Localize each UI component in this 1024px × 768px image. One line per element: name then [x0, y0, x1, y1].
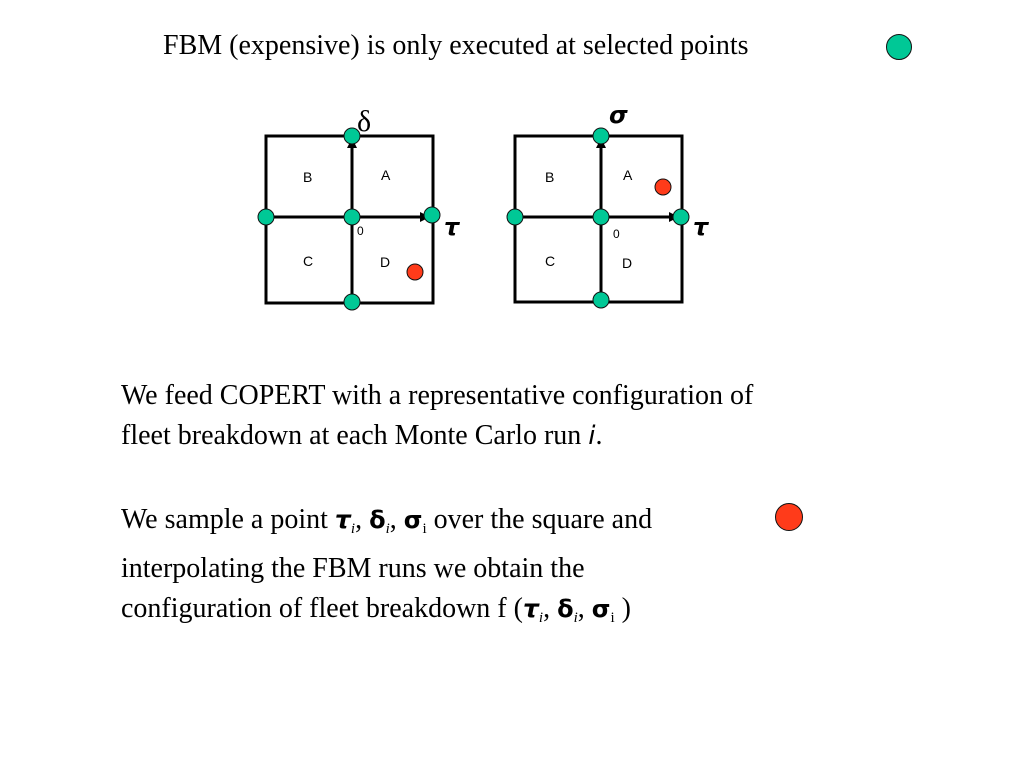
comma: ,	[577, 593, 592, 624]
comma: ,	[389, 504, 404, 535]
selected-point	[343, 208, 361, 226]
horizontal-axis-label: τ	[693, 213, 710, 241]
diagram-sigma-tau: B A C D 0 σ τ	[506, 101, 710, 309]
quadrant-label-a: A	[623, 167, 633, 183]
horizontal-axis-label: τ	[444, 213, 461, 241]
subscript: i	[573, 610, 578, 626]
sample-point	[654, 178, 672, 196]
sigma-symbol: σ	[591, 595, 611, 623]
quadrant-label-a: A	[381, 167, 391, 183]
comma: ,	[543, 593, 558, 624]
run-index-variable: i	[588, 421, 596, 451]
sample-point	[406, 263, 424, 281]
paragraph-line: We sample a point τi, δi, σi over the sq…	[121, 500, 652, 549]
selected-point	[592, 208, 610, 226]
quadrant-label-d: D	[380, 254, 390, 270]
paragraph-line: configuration of fleet breakdown f (τi, …	[121, 589, 652, 638]
paragraph-sampling: We sample a point τi, δi, σi over the sq…	[121, 500, 652, 638]
origin-label: 0	[613, 227, 620, 241]
line-text: configuration of fleet breakdown f (	[121, 593, 523, 624]
subscript: i	[350, 521, 356, 537]
subscript: i	[385, 521, 390, 537]
sigma-symbol: σ	[403, 506, 423, 534]
origin-label: 0	[357, 224, 364, 238]
quadrant-label-c: C	[545, 253, 555, 269]
subscript: i	[610, 610, 615, 626]
delta-symbol: δ	[557, 595, 574, 623]
line-text: over the square and	[426, 504, 653, 535]
quadrant-label-b: B	[545, 169, 554, 185]
quadrant-label-b: B	[303, 169, 312, 185]
vertical-axis-label: δ	[357, 105, 371, 138]
selected-point	[672, 208, 690, 226]
comma: ,	[355, 504, 370, 535]
diagram-delta-tau: B A C D 0 δ τ	[257, 105, 461, 311]
tau-symbol: τ	[334, 505, 351, 534]
line-end: .	[595, 420, 603, 451]
delta-symbol: δ	[369, 506, 386, 534]
line-text: fleet breakdown at each Monte Carlo run	[121, 420, 589, 451]
selected-point	[423, 206, 441, 224]
subscript: i	[538, 610, 544, 626]
selected-point	[506, 208, 524, 226]
paragraph-line: We feed COPERT with a representative con…	[121, 380, 754, 411]
vertical-axis-label: σ	[609, 101, 628, 129]
quadrant-label-c: C	[303, 253, 313, 269]
selected-point	[592, 291, 610, 309]
quadrant-label-d: D	[622, 255, 632, 271]
selected-point	[592, 127, 610, 145]
subscript: i	[422, 521, 427, 537]
tau-symbol: τ	[522, 594, 539, 623]
line-text: )	[614, 593, 631, 624]
line-text: We sample a point	[121, 504, 335, 535]
sample-point-legend-marker	[775, 503, 803, 531]
slide-title: FBM (expensive) is only executed at sele…	[163, 30, 749, 61]
selected-point-legend-marker	[886, 34, 912, 60]
paragraph-copert: We feed COPERT with a representative con…	[121, 376, 753, 456]
paragraph-line: fleet breakdown at each Monte Carlo run …	[121, 416, 753, 456]
selected-point	[343, 293, 361, 311]
selected-point	[343, 127, 361, 145]
selected-point	[257, 208, 275, 226]
paragraph-line: interpolating the FBM runs we obtain the	[121, 553, 585, 584]
